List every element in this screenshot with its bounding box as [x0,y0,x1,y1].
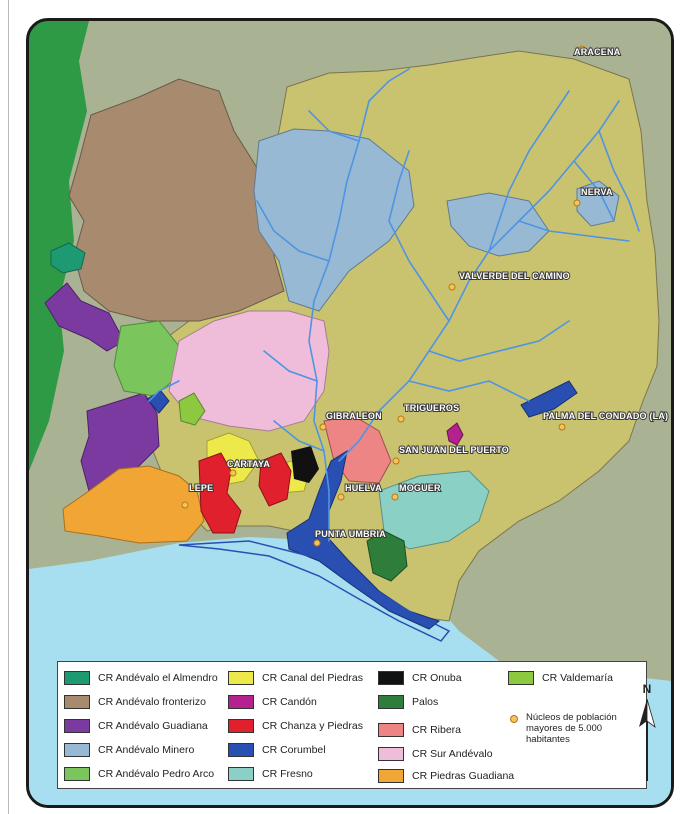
legend-label: CR Canal del Piedras [262,672,363,684]
legend-label: CR Chanza y Piedras [262,720,363,732]
legend-label: CR Valdemaría [542,672,613,684]
town-label-punta-umbria: PUNTA UMBRIA [315,529,386,539]
region-andevalo-minero [253,128,415,312]
region-corumbel-estuary [286,449,441,630]
legend-item-chanza-y-piedras: CR Chanza y Piedras [228,718,363,734]
town-marker-valverde [448,283,456,291]
map-frame: ARACENA NERVA VALVERDE DEL CAMINO GIBRAL… [26,18,674,808]
legend: CR Andévalo el Almendro CR Andévalo fron… [57,661,647,789]
legend-swatch [228,767,254,781]
coastal-boundary [178,540,451,642]
legend-swatch [228,671,254,685]
legend-swatch [378,769,404,783]
town-label-trigueros: TRIGUEROS [404,403,459,413]
river-network [148,68,640,542]
legend-label: CR Corumbel [262,744,326,756]
legend-swatch [64,743,90,757]
legend-item-canal-del-piedras: CR Canal del Piedras [228,670,363,686]
legend-swatch [378,671,404,685]
region-andevalo-fronterizo [68,78,285,322]
legend-label: CR Andévalo Guadiana [98,720,208,732]
town-label-valverde: VALVERDE DEL CAMINO [459,271,570,281]
town-marker-lepe [181,501,189,509]
page-edge-rule [8,0,9,814]
legend-swatch [228,719,254,733]
legend-towns-note: Núcleos de población mayores de 5.000 ha… [526,712,617,745]
legend-label: CR Fresno [262,768,313,780]
legend-item-andevalo-el-almendro: CR Andévalo el Almendro [64,670,218,686]
legend-swatch [378,747,404,761]
legend-label: CR Piedras Guadiana [412,770,515,782]
legend-label: CR Andévalo Minero [98,744,195,756]
region-onuba [291,446,319,483]
region-andevalo-el-almendro [50,242,86,274]
legend-item-towns: Núcleos de población mayores de 5.000 ha… [508,712,638,745]
legend-label: CR Sur Andévalo [412,748,493,760]
legend-label: CR Andévalo fronterizo [98,696,206,708]
legend-item-andevalo-guadiana: CR Andévalo Guadiana [64,718,208,734]
legend-label: CR Andévalo el Almendro [98,672,218,684]
legend-swatch [228,743,254,757]
region-palos [366,530,408,582]
region-valdemaria [178,392,206,426]
town-label-aracena: ARACENA [574,47,621,57]
legend-swatch [64,767,90,781]
legend-label: CR Onuba [412,672,462,684]
town-label-san-juan: SAN JUAN DEL PUERTO [399,445,509,455]
north-label: N [643,682,652,696]
town-marker-palma [558,423,566,431]
legend-label: CR Ribera [412,724,462,736]
north-arrow-head-light [646,698,656,729]
legend-item-fresno: CR Fresno [228,766,313,782]
town-dot-icon [510,715,518,723]
town-markers [181,45,586,547]
legend-swatch [378,723,404,737]
legend-item-andevalo-fronterizo: CR Andévalo fronterizo [64,694,206,710]
town-marker-gibraleon [319,423,327,431]
legend-item-piedras-guadiana: CR Piedras Guadiana [378,768,514,784]
town-marker-moguer [391,493,399,501]
town-label-moguer: MOGUER [399,483,441,493]
town-label-gibraleon: GIBRALEON [326,411,382,421]
legend-swatch [64,695,90,709]
legend-item-corumbel: CR Corumbel [228,742,326,758]
legend-item-ribera: CR Ribera [378,722,461,738]
town-label-palma: PALMA DEL CONDADO (LA) [543,411,668,421]
map-canvas: ARACENA NERVA VALVERDE DEL CAMINO GIBRAL… [29,21,671,805]
legend-item-palos: Palos [378,694,438,710]
town-marker-huelva [337,493,345,501]
legend-label: CR Andévalo Pedro Arco [98,768,215,780]
town-label-nerva: NERVA [581,187,613,197]
town-marker-san-juan [392,457,400,465]
legend-swatch [64,671,90,685]
legend-swatch [64,719,90,733]
region-andevalo-pedro-arco [113,320,180,397]
legend-label: Palos [412,696,439,708]
region-candon [446,422,464,446]
region-andevalo-guadiana-south [80,392,160,492]
town-marker-nerva [573,199,581,207]
town-label-lepe: LEPE [189,483,213,493]
region-corumbel-reservoir [520,380,578,418]
town-label-huelva: HUELVA [345,483,382,493]
legend-item-andevalo-minero: CR Andévalo Minero [64,742,194,758]
town-marker-cartaya [229,469,237,477]
town-marker-punta-umbria [313,539,321,547]
region-chanza-y-piedras-east [258,452,292,507]
legend-item-sur-andevalo: CR Sur Andévalo [378,746,493,762]
legend-swatch [508,671,534,685]
north-arrow-icon: N [639,682,656,781]
town-marker-trigueros [397,415,405,423]
town-marker-aracena [578,45,586,53]
legend-label: CR Candón [262,696,317,708]
legend-swatch [228,695,254,709]
legend-item-onuba: CR Onuba [378,670,462,686]
legend-swatch [378,695,404,709]
legend-item-andevalo-pedro-arco: CR Andévalo Pedro Arco [64,766,214,782]
legend-item-candon: CR Candón [228,694,317,710]
town-label-cartaya: CARTAYA [227,459,270,469]
legend-item-valdemaria: CR Valdemaría [508,670,613,686]
